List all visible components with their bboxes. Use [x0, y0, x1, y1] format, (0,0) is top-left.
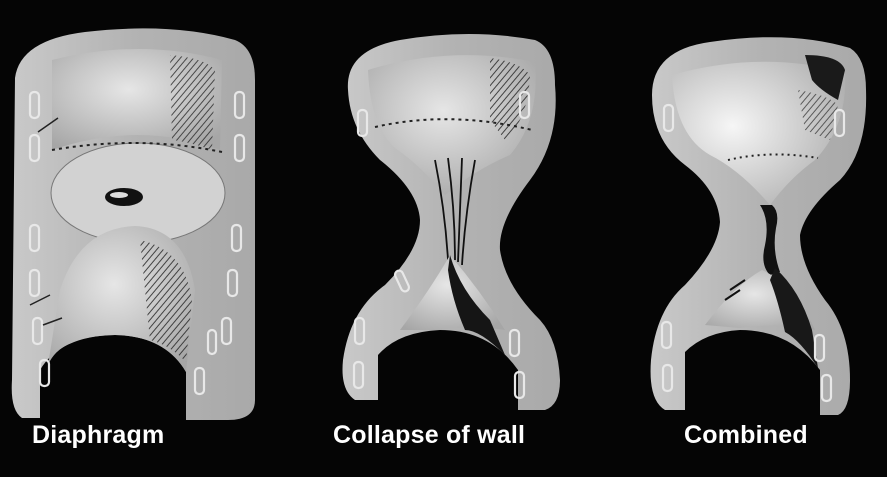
combined-illustration	[651, 37, 867, 415]
combined-label: Combined	[684, 421, 808, 450]
diaphragm-label: Diaphragm	[32, 421, 164, 450]
collapse-of-wall-illustration	[343, 34, 561, 410]
diaphragm-illustration	[12, 28, 255, 420]
collapse-of-wall-label: Collapse of wall	[333, 421, 525, 450]
